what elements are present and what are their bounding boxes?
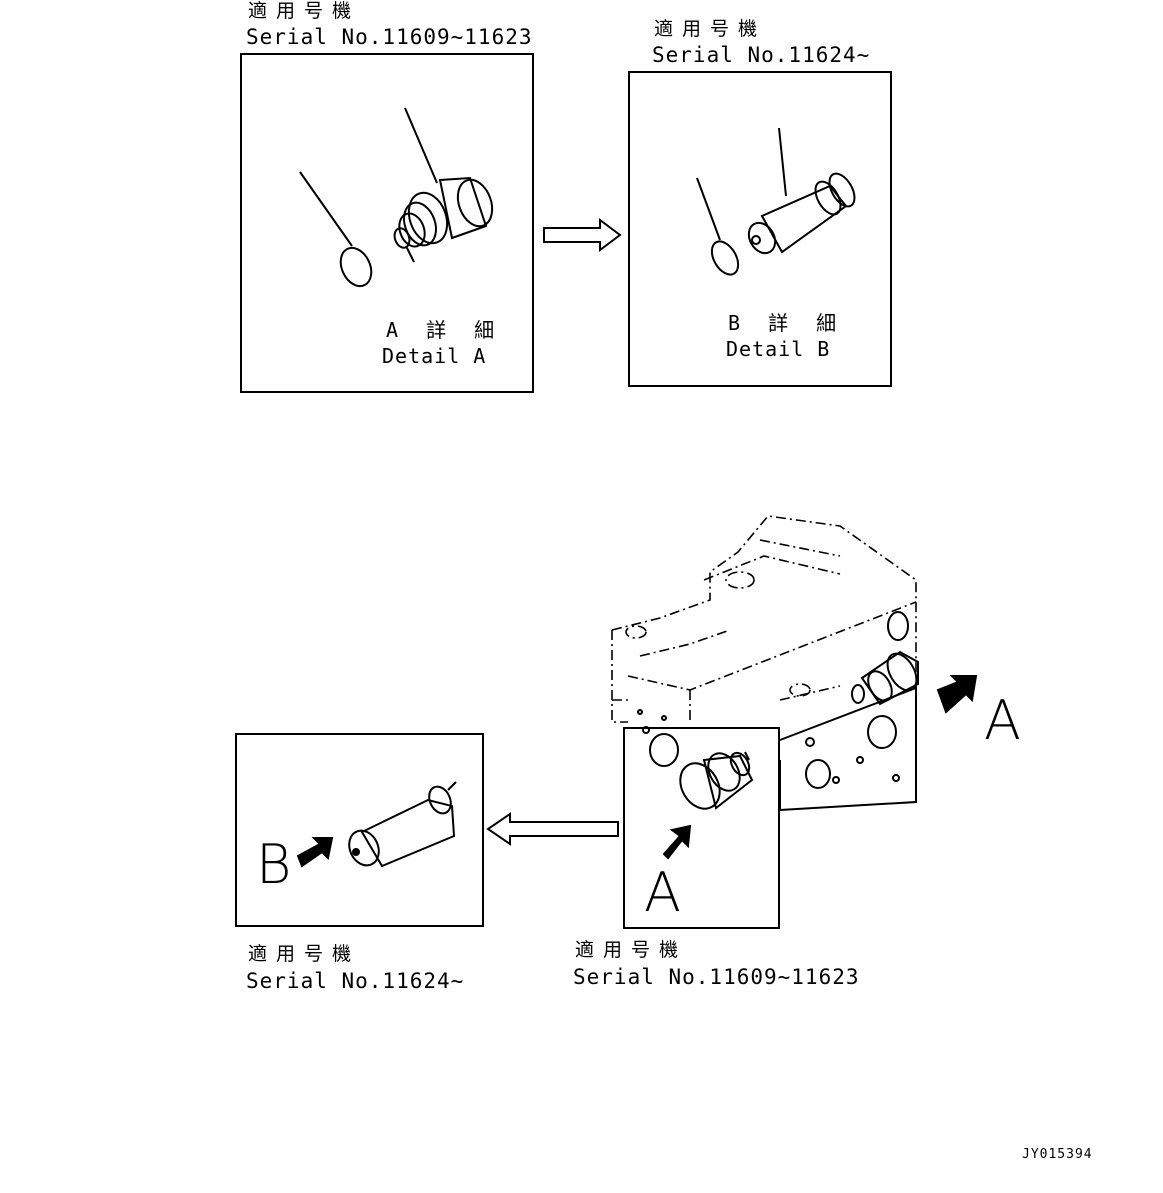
detail-b-title-en: Detail B [726,337,831,361]
detail-b-view-parts [348,781,457,868]
detail-a-title-jp: A 詳 細 [386,318,503,342]
detail-b-applicable-label: 適用号機 [654,18,767,40]
view-letter-a-body: A [984,689,1021,752]
replace-arrow-left [486,812,619,846]
callout-old-applicable-label: 適用号機 [575,939,688,961]
view-arrow-b [296,837,334,868]
detail-a-applicable-label: 適用号機 [248,0,361,22]
body-relief-valve [851,650,919,706]
callout-new-serial-label: Serial No.11624~ [246,969,465,993]
valve-body-phantom [611,515,917,723]
view-arrow-a-inset [662,824,692,860]
replace-arrow-right [543,218,622,252]
detail-b-parts [696,127,856,276]
detail-b-frame [628,71,892,387]
detail-a-view-frame [623,727,780,929]
detail-a-parts [299,107,494,288]
detail-a-serial-label: Serial No.11609~11623 [246,25,533,49]
callout-old-serial-label: Serial No.11609~11623 [573,965,860,989]
drawing-code: JY015394 [1022,1147,1093,1162]
detail-a-frame [240,53,534,393]
detail-b-view-frame [235,733,484,927]
detail-a-title-en: Detail A [382,344,487,368]
valve-body-outline [637,611,917,811]
view-letter-a-inset: A [644,861,681,924]
callout-new-applicable-label: 適用号機 [248,943,361,965]
view-arrow-a-body [936,675,978,714]
detail-a-view-parts [679,751,754,810]
detail-b-serial-label: Serial No.11624~ [652,43,871,67]
detail-b-title-jp: B 詳 細 [728,311,845,335]
view-letter-b: B [256,833,292,896]
